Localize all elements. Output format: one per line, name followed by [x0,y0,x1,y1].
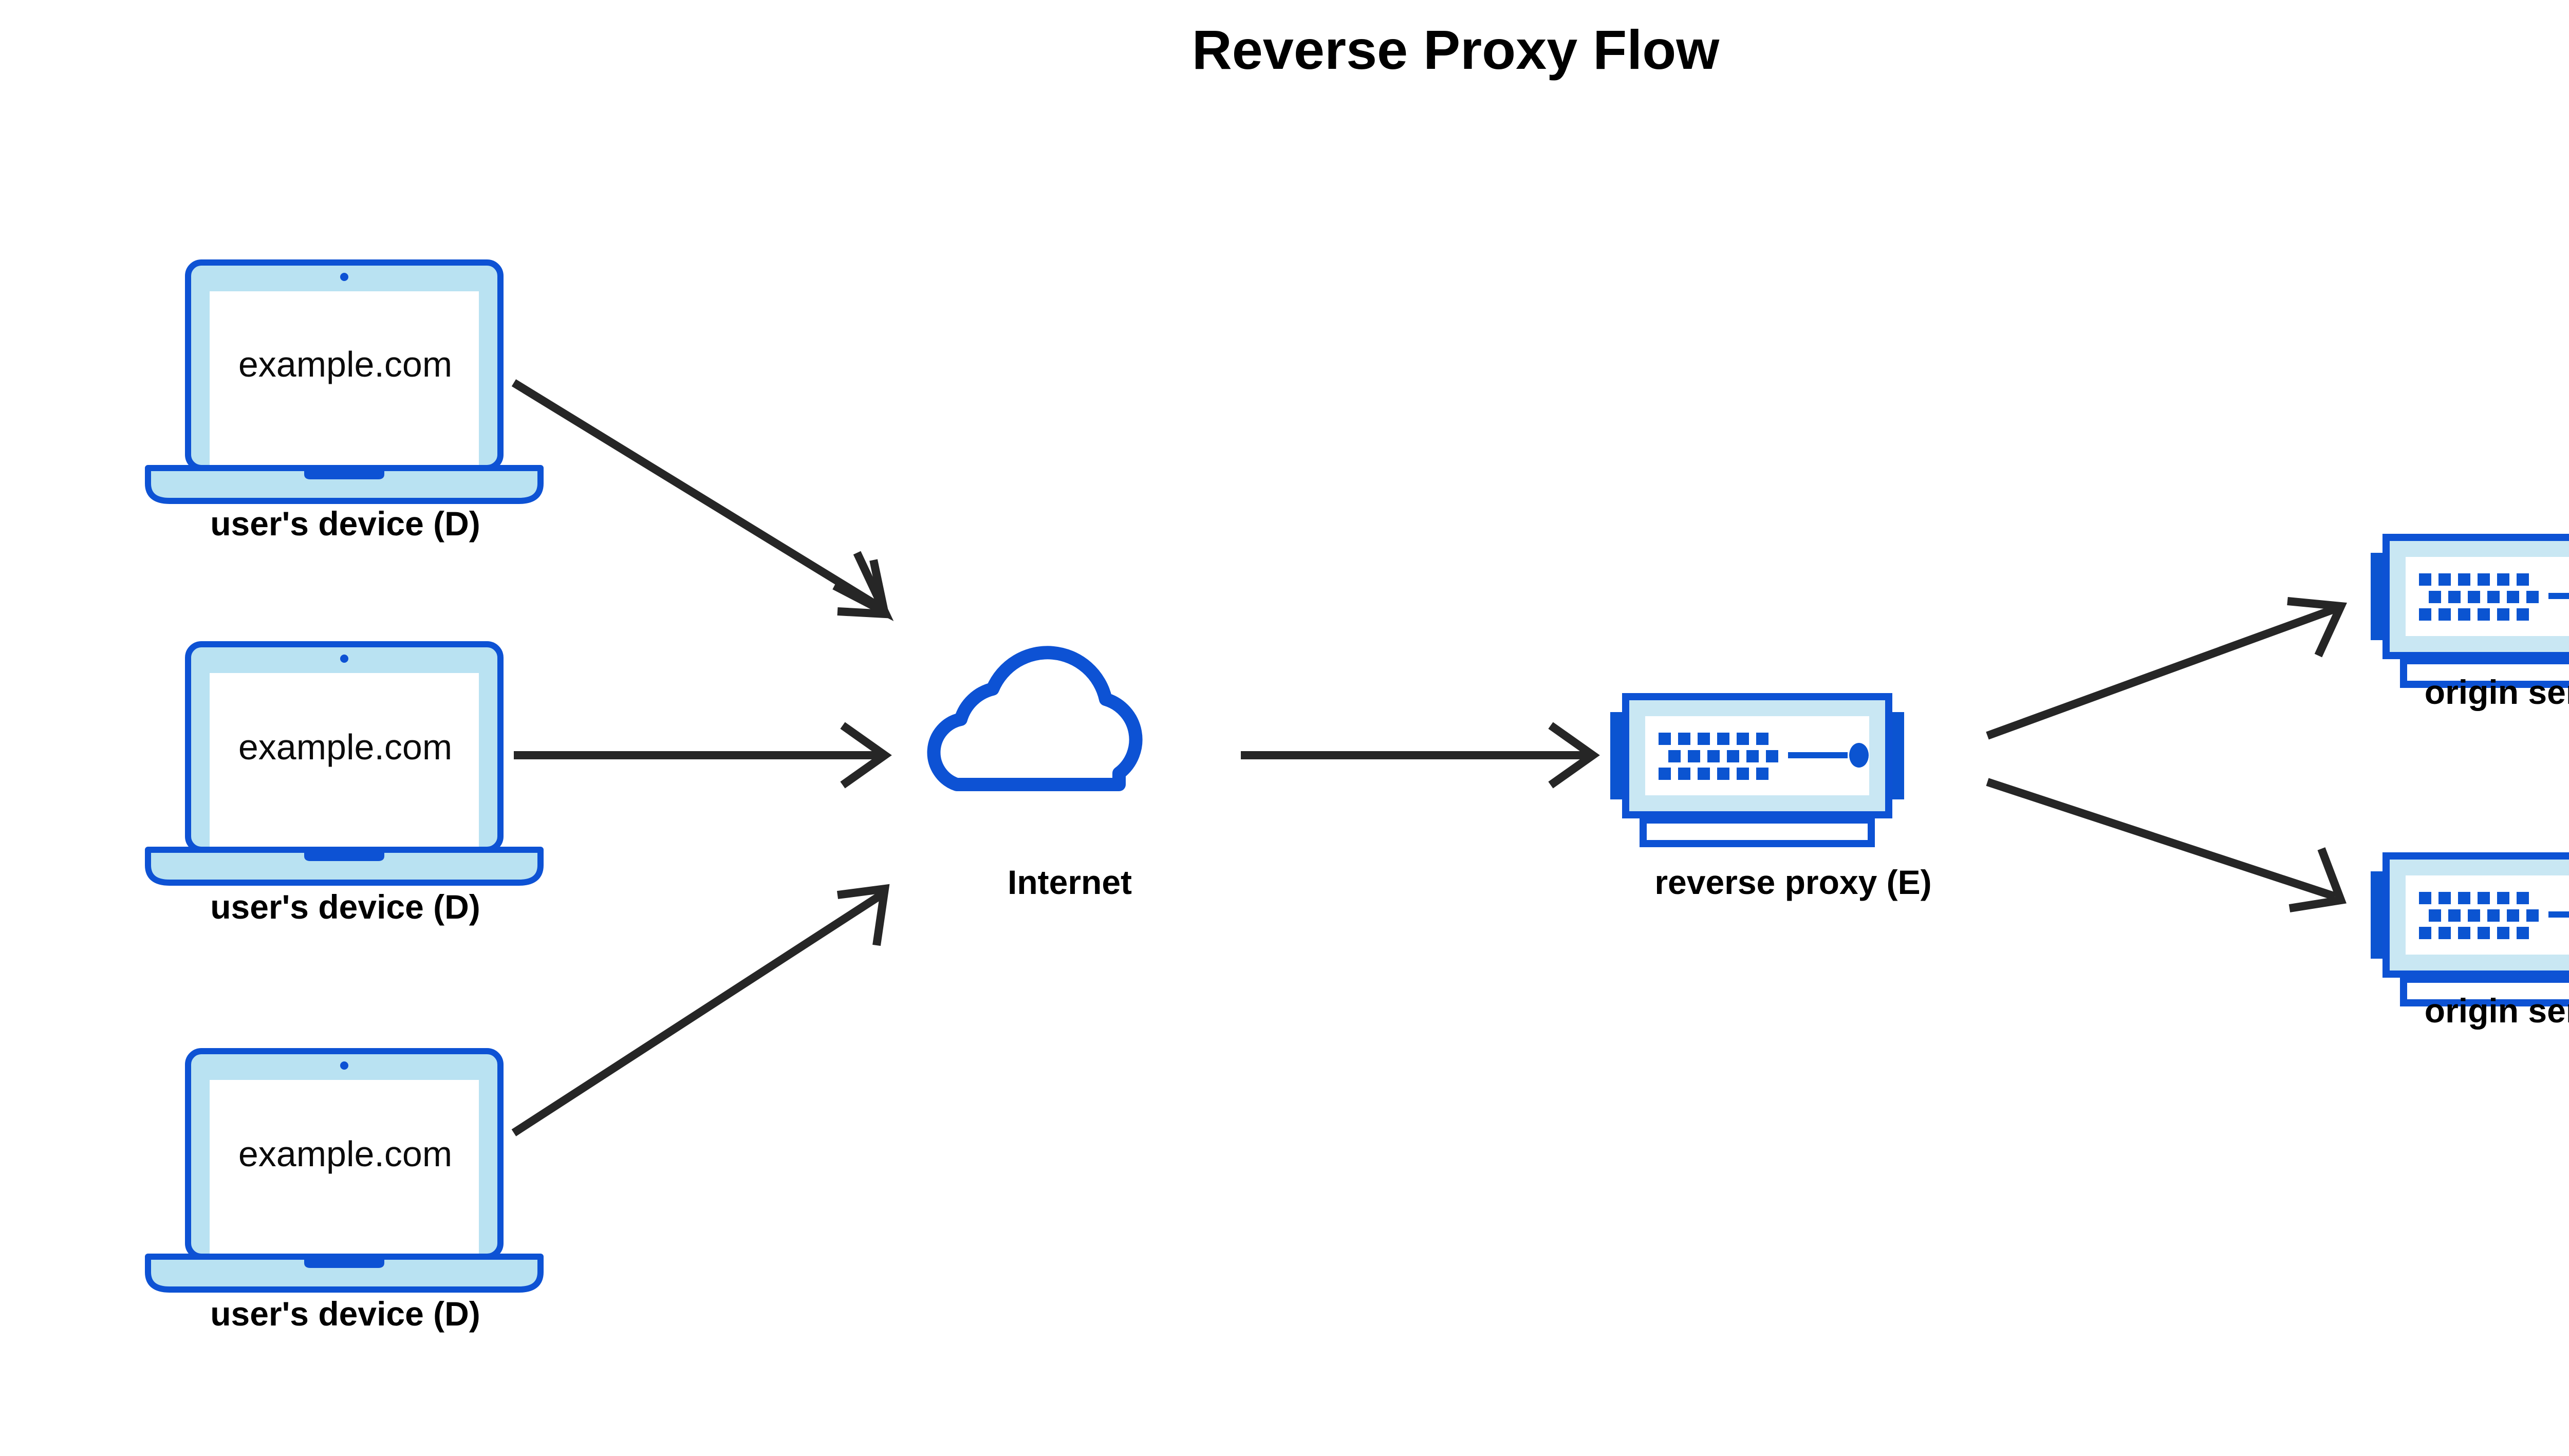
node-user-device-middle[interactable]: example.com user's device (D) [148,644,541,926]
node-reverse-proxy[interactable]: reverse proxy (E) [1610,697,1932,901]
node-origin-server-top[interactable]: origin server (F) [2371,537,2569,711]
page-title: Reverse Proxy Flow [1192,18,1720,81]
edge-device-bottom-to-internet [511,884,890,1136]
edge-proxy-to-origin-bottom [1986,778,2347,912]
edge-device-top-to-internet [511,379,894,622]
device-screen-url: example.com [238,1134,452,1174]
device-screen-url: example.com [238,344,452,384]
device-label: user's device (D) [210,505,480,543]
origin-server-label: origin server (F) [2425,673,2569,711]
server-icon [1610,697,1904,844]
node-user-device-top[interactable]: example.com user's device (D) [148,263,541,543]
internet-label: Internet [1008,863,1132,901]
device-label: user's device (D) [210,888,480,926]
edge-internet-to-proxy [1241,722,1600,789]
device-label: user's device (D) [210,1295,480,1333]
server-icon [2371,856,2569,1003]
server-icon [2371,537,2569,684]
origin-server-label: origin server (F) [2425,992,2569,1030]
edge-device-middle-to-internet [514,722,892,789]
cloud-icon [934,652,1136,785]
node-user-device-bottom[interactable]: example.com user's device (D) [148,1051,541,1333]
device-screen-url: example.com [238,727,452,767]
node-origin-server-bottom[interactable]: origin server (F) [2371,856,2569,1030]
reverse-proxy-label: reverse proxy (E) [1654,863,1931,901]
edge-proxy-to-origin-top [1986,597,2347,740]
node-internet[interactable]: Internet [934,652,1136,901]
